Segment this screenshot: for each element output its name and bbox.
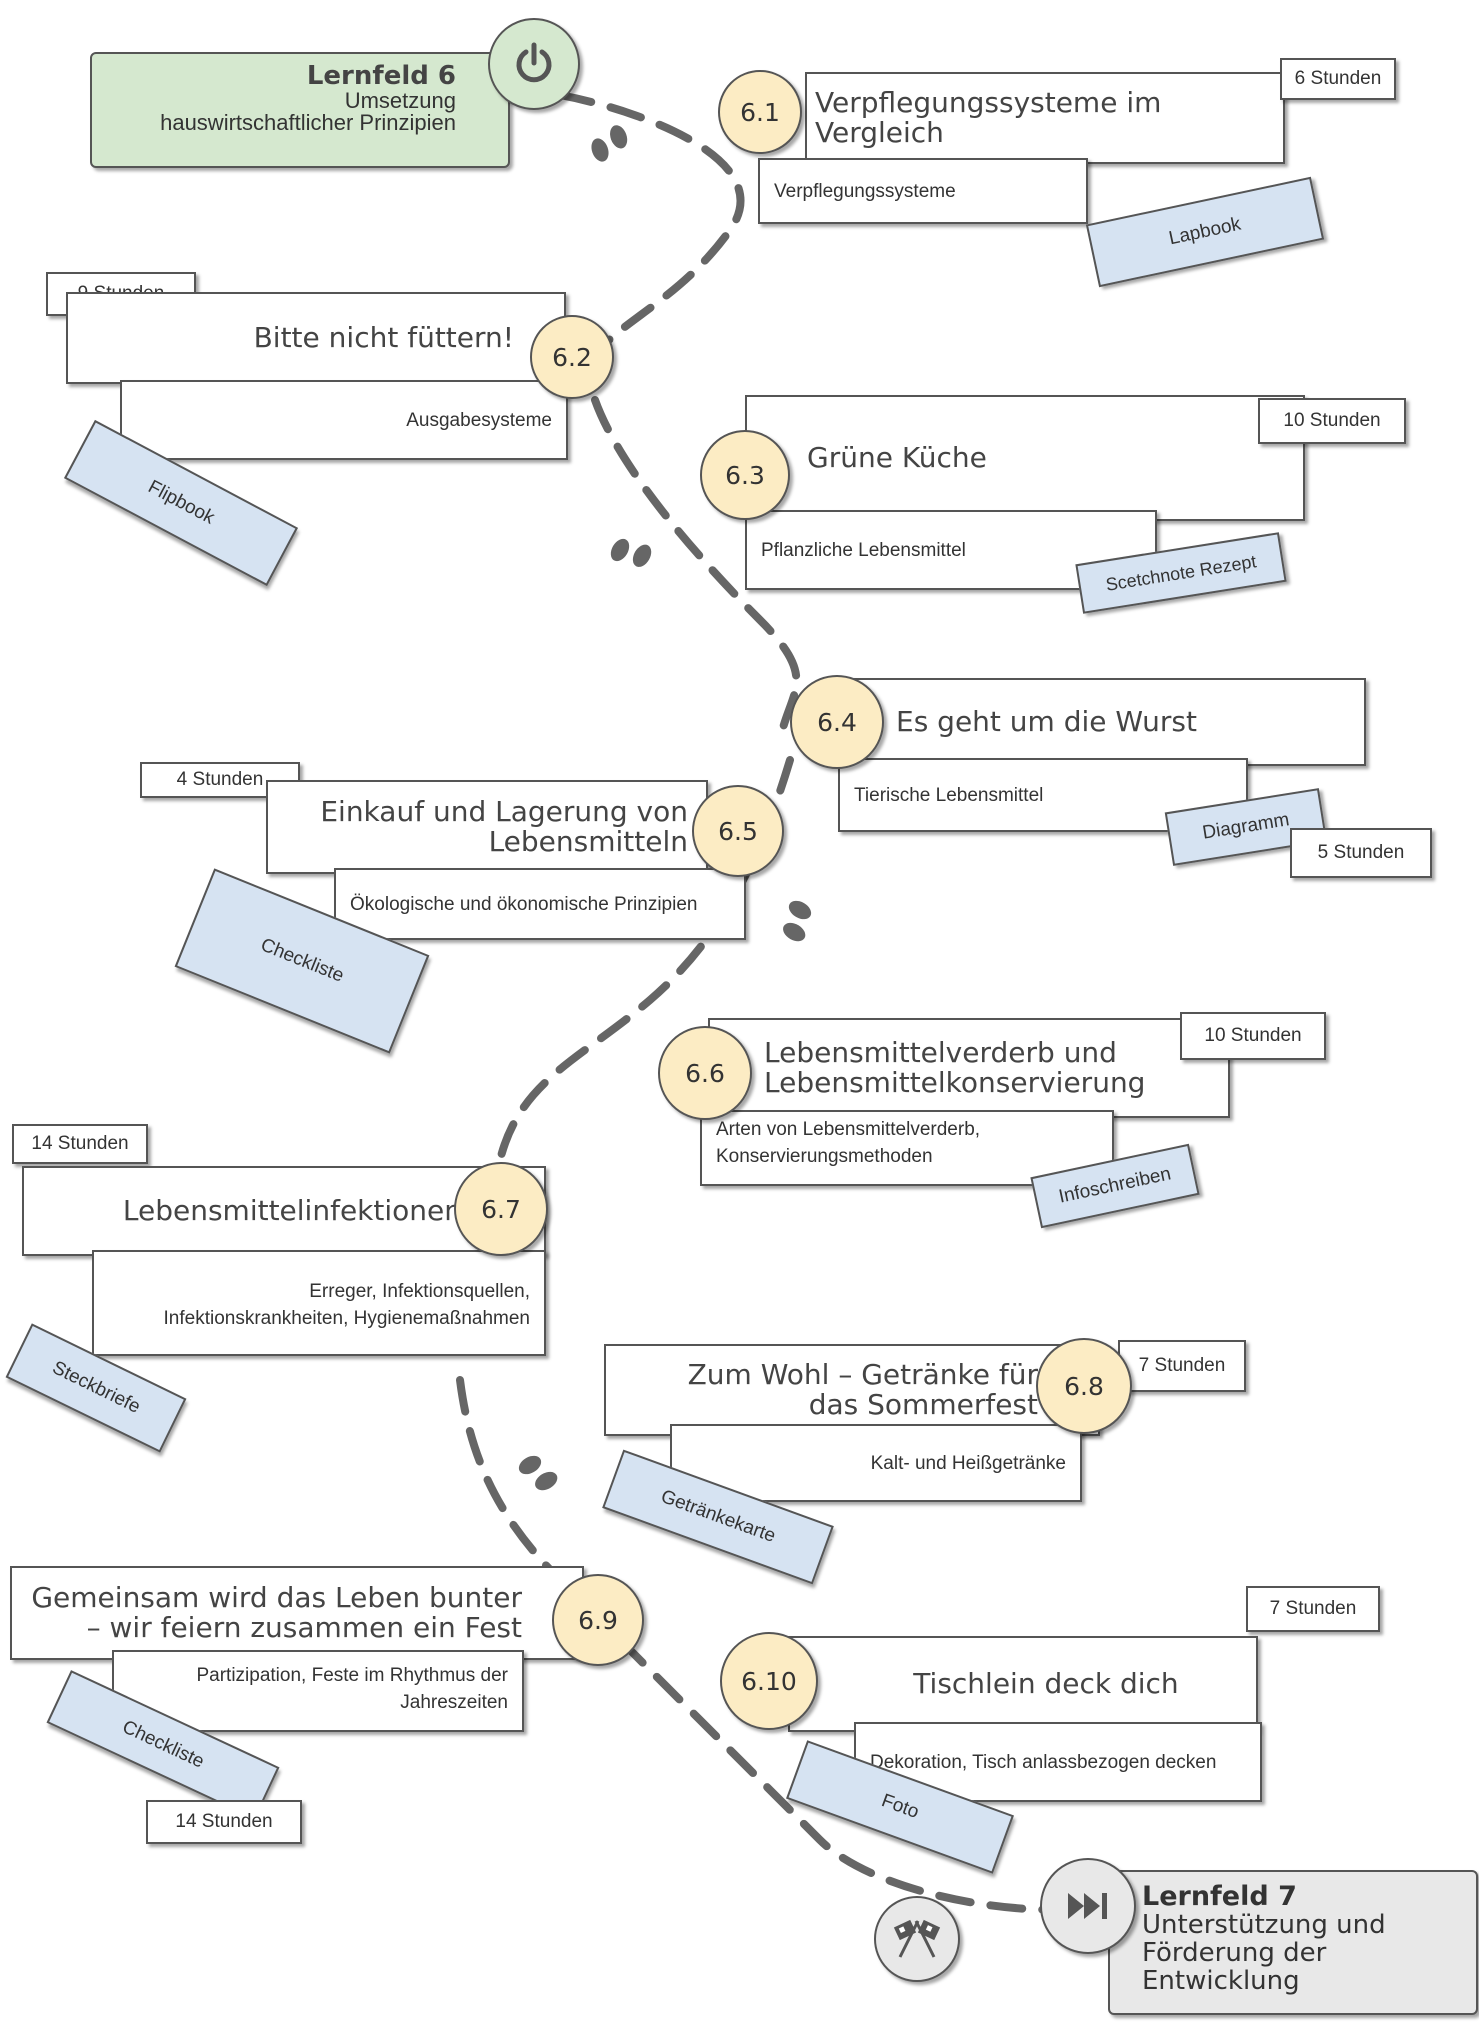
unit-6-2-title-box: Bitte nicht füttern!	[66, 292, 566, 384]
unit-6-5-title-line1: Einkauf und Lagerung von	[320, 795, 688, 828]
unit-6-3-number: 6.3	[700, 430, 790, 520]
unit-6-5-topic: Ökologische und ökonomische Prinzipien	[334, 868, 746, 940]
unit-6-6-hours: 10 Stunden	[1180, 1012, 1326, 1060]
unit-6-5-number: 6.5	[692, 785, 784, 877]
unit-6-4-title: Es geht um die Wurst	[896, 705, 1197, 738]
unit-6-4-title-box: Es geht um die Wurst	[838, 678, 1366, 766]
end-subtitle-line2: Förderung der	[1142, 1938, 1327, 1968]
unit-6-10-number: 6.10	[720, 1632, 818, 1730]
unit-6-1-hours: 6 Stunden	[1280, 58, 1396, 100]
footprints-icon	[591, 125, 628, 162]
unit-6-1-title-box: Verpflegungssysteme im Vergleich	[805, 72, 1285, 164]
unit-6-3-title: Grüne Küche	[807, 441, 987, 474]
end-subtitle-line1: Unterstützung und	[1142, 1910, 1386, 1940]
unit-6-8-title-line2: das Sommerfest	[808, 1388, 1038, 1421]
unit-6-10-hours: 7 Stunden	[1246, 1586, 1380, 1632]
unit-6-4-number: 6.4	[790, 675, 884, 769]
unit-6-9-topic-line2: Jahreszeiten	[400, 1692, 508, 1713]
unit-6-3-hours: 10 Stunden	[1258, 398, 1406, 444]
unit-6-7-title: Lebensmittelinfektionen	[122, 1194, 462, 1227]
unit-6-6-title-line1: Lebensmittelverderb und	[764, 1036, 1117, 1069]
end-subtitle-line3: Entwicklung	[1142, 1966, 1300, 1996]
unit-6-8-title-line1: Zum Wohl – Getränke für	[687, 1358, 1038, 1391]
unit-6-7-topic: Erreger, Infektionsquellen, Infektionskr…	[92, 1250, 546, 1356]
start-title: Lernfeld 6	[306, 61, 456, 91]
footprints-icon	[783, 900, 812, 942]
unit-6-2-title: Bitte nicht füttern!	[253, 321, 514, 354]
unit-6-9-title-box: Gemeinsam wird das Leben bunter– wir fei…	[10, 1566, 584, 1660]
unit-6-6-topic-line1: Arten von Lebensmittelverderb,	[716, 1119, 981, 1140]
unit-6-2-number: 6.2	[530, 315, 614, 399]
skip-forward-icon[interactable]	[1040, 1858, 1136, 1954]
unit-6-10-title: Tischlein deck dich	[913, 1667, 1179, 1700]
end-title: Lernfeld 7	[1142, 1881, 1297, 1912]
unit-6-1-title: Verpflegungssysteme im Vergleich	[815, 86, 1162, 149]
unit-6-7-hours: 14 Stunden	[12, 1124, 148, 1164]
unit-6-10-title-box: Tischlein deck dich	[788, 1636, 1258, 1732]
unit-6-2-topic: Ausgabesysteme	[120, 380, 568, 460]
footprints-icon	[610, 538, 652, 567]
unit-6-7-topic-line1: Erreger, Infektionsquellen,	[309, 1281, 530, 1302]
unit-6-6-topic-line2: Konservierungsmethoden	[716, 1146, 933, 1167]
start-subtitle-line1: Umsetzung	[344, 88, 456, 113]
unit-6-9-topic: Partizipation, Feste im Rhythmus der Jah…	[112, 1650, 524, 1732]
footprints-icon	[518, 1455, 558, 1491]
start-box-lernfeld-6: Lernfeld 6 Umsetzung hauswirtschaftliche…	[90, 52, 510, 168]
unit-6-7-topic-line2: Infektionskrankheiten, Hygienemaßnahmen	[163, 1308, 530, 1329]
unit-6-8-number: 6.8	[1036, 1338, 1132, 1434]
unit-6-9-title-line2: – wir feiern zusammen ein Fest	[86, 1611, 522, 1644]
unit-6-6-title-line2: Lebensmittelkonservierung	[764, 1066, 1146, 1099]
unit-6-3-title-box: Grüne Küche	[745, 395, 1305, 521]
start-subtitle-line2: hauswirtschaftlicher Prinzipien	[160, 110, 456, 135]
unit-6-9-title-line1: Gemeinsam wird das Leben bunter	[31, 1581, 522, 1614]
unit-6-1-number: 6.1	[718, 70, 802, 154]
footprints-decor	[518, 125, 812, 1491]
unit-6-8-topic: Kalt- und Heißgetränke	[670, 1424, 1082, 1502]
unit-6-6-number: 6.6	[658, 1026, 752, 1120]
unit-6-9-title: Gemeinsam wird das Leben bunter– wir fei…	[31, 1583, 522, 1643]
unit-6-5-title-line2: Lebensmitteln	[488, 825, 688, 858]
unit-6-9-topic-line1: Partizipation, Feste im Rhythmus der	[196, 1665, 508, 1686]
unit-6-8-hours: 7 Stunden	[1118, 1340, 1246, 1392]
power-icon[interactable]	[488, 18, 580, 110]
unit-6-7-number: 6.7	[454, 1162, 548, 1256]
unit-6-1-topic: Verpflegungssysteme	[758, 158, 1088, 224]
unit-6-4-hours: 5 Stunden	[1290, 828, 1432, 878]
end-box-lernfeld-7: Lernfeld 7 Unterstützung und Förderung d…	[1108, 1870, 1478, 2015]
unit-6-9-hours: 14 Stunden	[146, 1800, 302, 1844]
unit-6-9-number: 6.9	[552, 1574, 644, 1666]
finish-flags-icon	[874, 1896, 960, 1982]
